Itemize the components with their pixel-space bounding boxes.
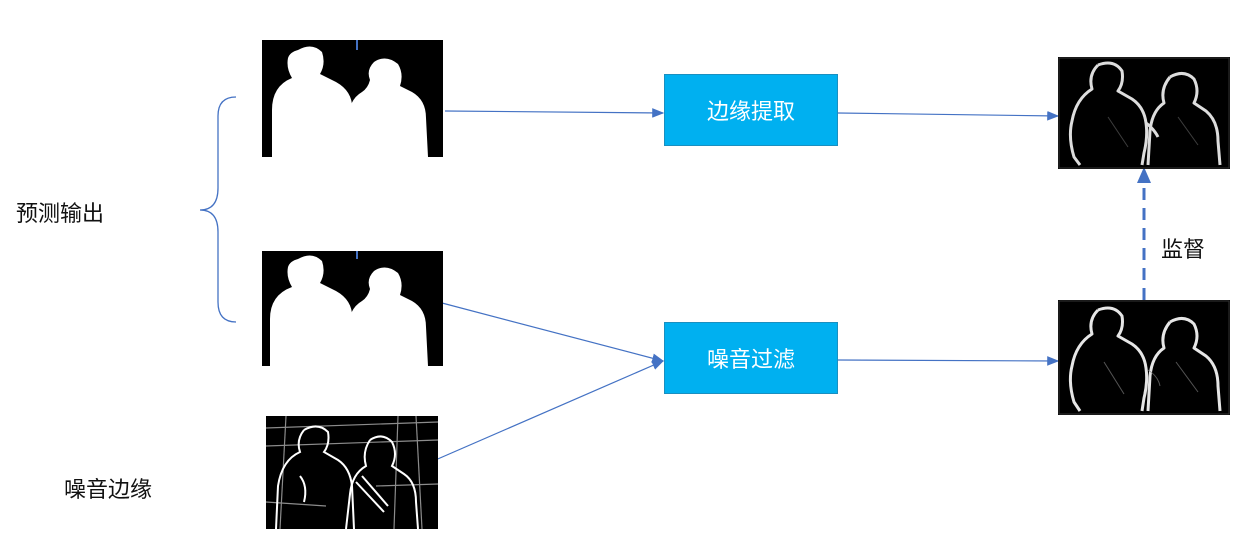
supervision-arrowhead xyxy=(1137,167,1151,183)
arrow-mask2-to-noise-filtering xyxy=(441,302,665,363)
noise-filtering-result-image xyxy=(1058,300,1230,415)
supervision-label: 监督 xyxy=(1161,238,1206,263)
prediction-mask-image-2 xyxy=(262,251,443,366)
prediction-output-label: 预测输出 xyxy=(16,202,105,227)
edge-extraction-result-image xyxy=(1058,57,1230,169)
noise-edge-label: 噪音边缘 xyxy=(64,478,153,503)
arrow-edge-extraction-to-edge-result xyxy=(837,111,1060,121)
arrow-mask1-to-edge-extraction xyxy=(444,108,665,118)
prediction-mask-image-1 xyxy=(262,40,443,157)
curly-brace xyxy=(199,96,237,323)
noise-edge-image xyxy=(266,416,438,529)
arrow-noise-filtering-to-filtered-result xyxy=(837,356,1060,366)
edge-extraction-box: 边缘提取 xyxy=(664,74,838,146)
noise-filtering-box: 噪音过滤 xyxy=(664,322,838,394)
arrow-noise-edge-to-noise-filtering xyxy=(416,360,665,469)
